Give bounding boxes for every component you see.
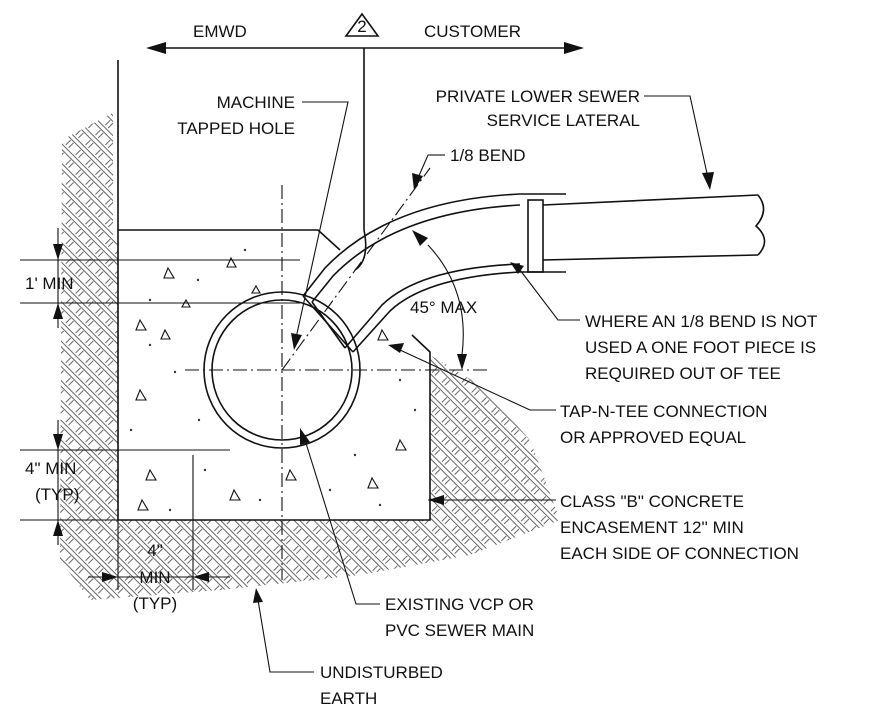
concrete-dots [129,248,417,512]
property-line: 2 [146,12,584,271]
label-class-b-2: ENCASEMENT 12'' MIN [560,518,744,537]
label-one-foot-min: 1' MIN [25,274,74,293]
leaders [253,95,714,673]
label-tap-n-tee: TAP-N-TEE CONNECTION [560,402,767,421]
label-four-inch-horizontal: 4" [147,541,163,560]
label-undisturbed-earth: UNDISTURBED [320,663,443,682]
dim-one-foot [20,228,300,328]
label-four-inch-min: 4" MIN [25,459,76,478]
label-emwd: EMWD [193,22,247,41]
label-machine-tapped-hole: MACHINE [217,93,295,112]
bend-pipe [302,193,521,353]
dim-angle [412,230,467,370]
revision-triangle [344,12,380,37]
label-four-inch-horizontal-3: (TYP) [133,594,177,613]
earth-hatch [60,60,560,600]
label-private-lateral: PRIVATE LOWER SEWER [436,87,640,106]
label-where-bend: WHERE AN 1/8 BEND IS NOT [585,312,817,331]
dim-four-inch-horizontal [88,455,230,590]
label-existing-main: EXISTING VCP OR [385,595,534,614]
label-private-lateral-2: SERVICE LATERAL [487,111,640,130]
revision-number: 2 [357,17,366,36]
label-tap-n-tee-2: OR APPROVED EQUAL [560,428,746,447]
label-customer: CUSTOMER [424,22,521,41]
label-existing-main-2: PVC SEWER MAIN [385,621,534,640]
label-four-inch-horizontal-2: MIN [139,568,170,587]
lateral-pipe [520,193,766,273]
label-where-bend-3: REQUIRED OUT OF TEE [585,364,781,383]
label-class-b: CLASS "B" CONCRETE [560,492,744,511]
label-class-b-3: EACH SIDE OF CONNECTION [560,544,799,563]
concrete-encasement [117,60,431,521]
label-undisturbed-earth-2: EARTH [320,689,377,708]
label-four-inch-min-2: (TYP) [35,485,79,504]
label-machine-tapped-hole-2: TAPPED HOLE [177,119,295,138]
labels: EMWD CUSTOMER MACHINE TAPPED HOLE PRIVAT… [25,22,817,708]
label-where-bend-2: USED A ONE FOOT PIECE IS [585,338,816,357]
label-eighth-bend: 1/8 BEND [450,146,526,165]
dim-four-inch-vertical [20,420,230,545]
label-angle-max: 45° MAX [410,298,477,317]
